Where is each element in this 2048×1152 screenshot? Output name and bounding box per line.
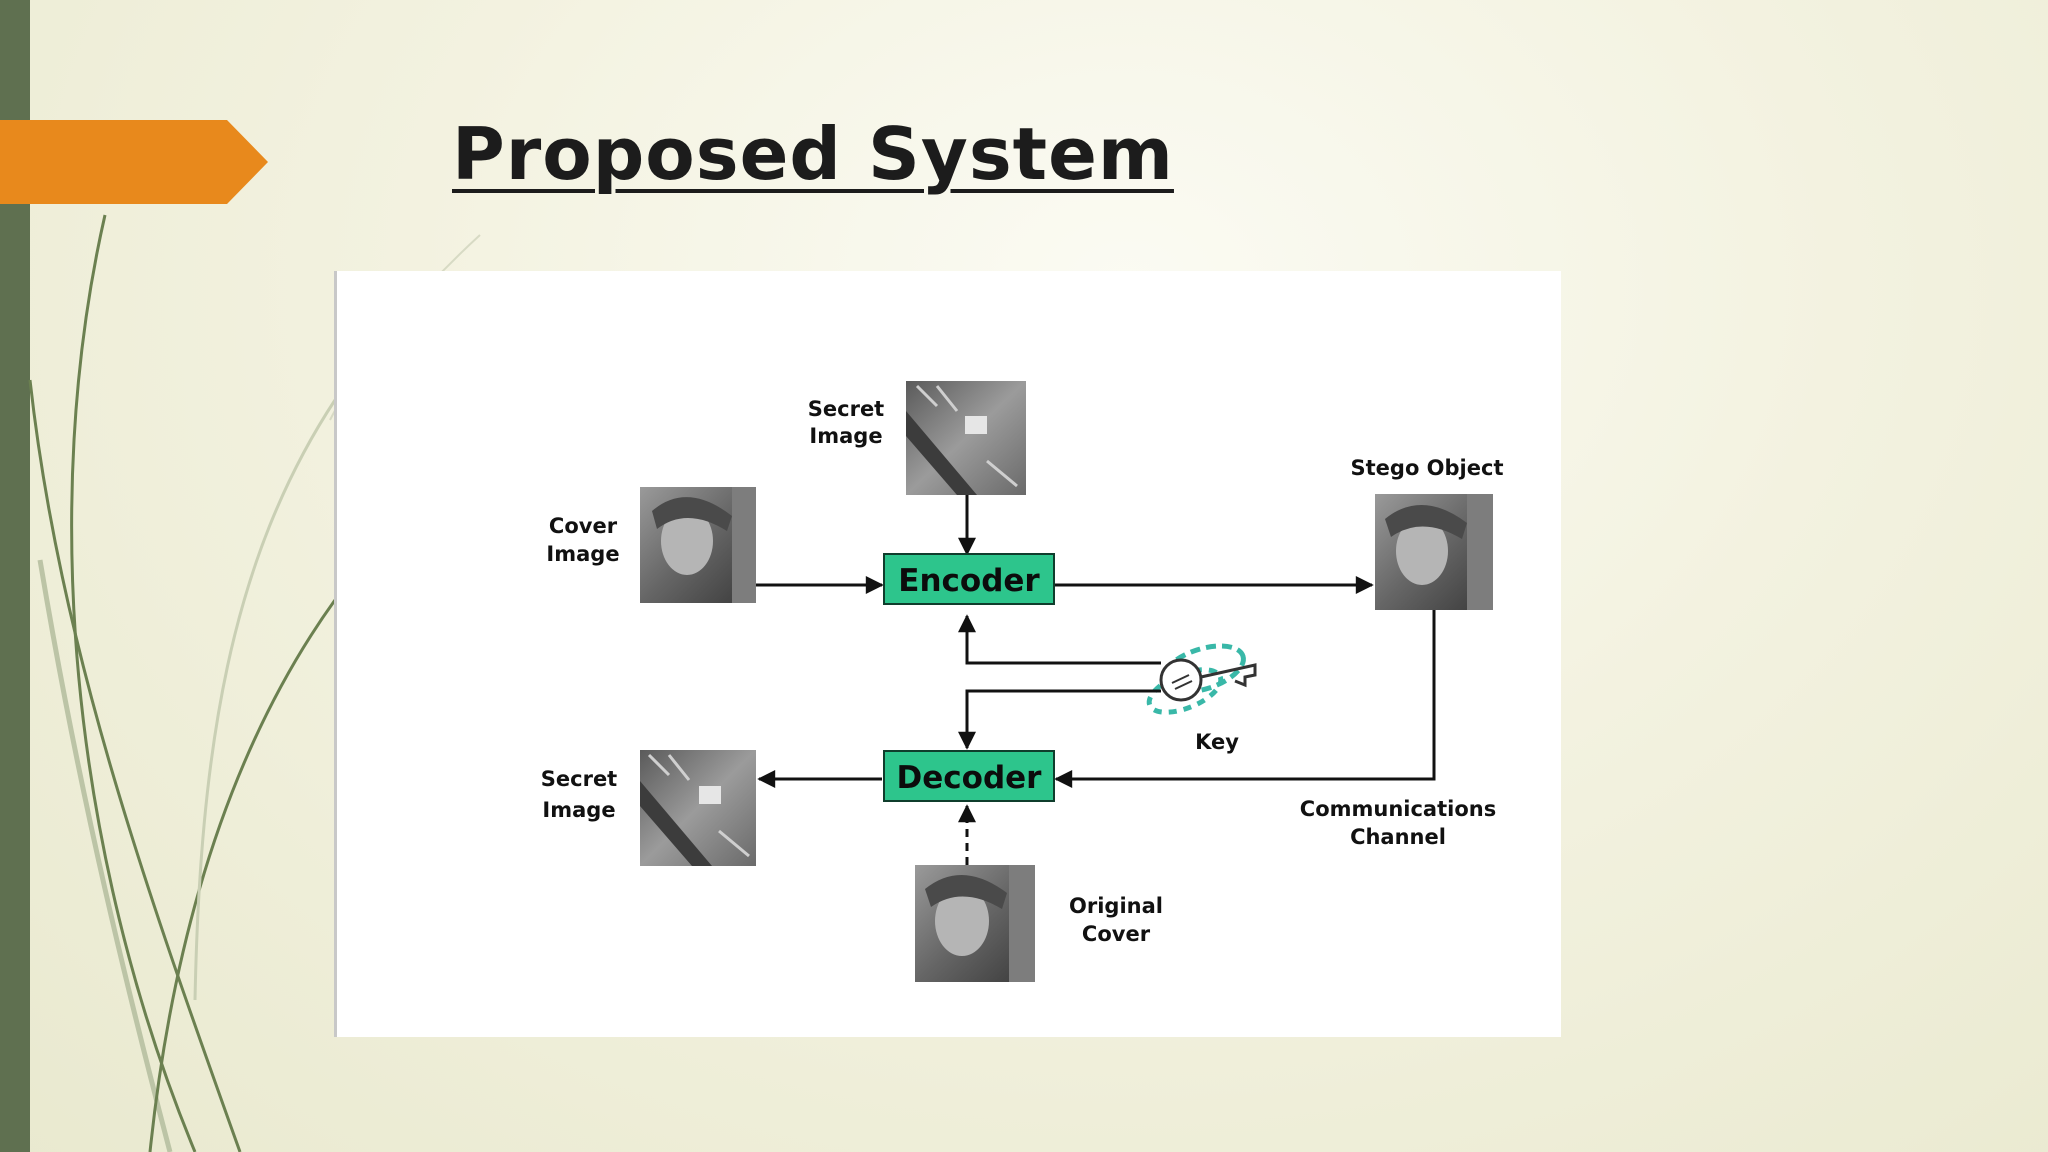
- cover-image-thumbnail: [640, 487, 756, 603]
- slide-title: Proposed System: [452, 112, 1174, 196]
- encoder-box: [883, 553, 1055, 605]
- original-cover-thumbnail: [915, 865, 1035, 982]
- stego-object-label: Stego Object: [1351, 456, 1504, 480]
- cover-image-label-line1: Cover: [549, 514, 618, 538]
- arrow-key-to-encoder: [958, 614, 1161, 665]
- secret-image-top-label-line2: Image: [809, 424, 882, 448]
- original-cover-label-line2: Cover: [1082, 922, 1151, 946]
- decoder-label: Decoder: [897, 760, 1043, 796]
- title-accent-arrow: [0, 120, 268, 204]
- secret-image-top-thumbnail: [906, 381, 1026, 495]
- decoder-box: [883, 750, 1055, 802]
- key-label: Key: [1195, 730, 1239, 754]
- secret-image-bottom-thumbnail: [640, 750, 756, 866]
- steganography-diagram: Encoder Decoder Secret Image Cover Image…: [334, 271, 1561, 1037]
- communications-channel-label-line2: Channel: [1350, 825, 1446, 849]
- secret-image-bottom-label-line1: Secret: [541, 767, 617, 791]
- stego-object-thumbnail: [1375, 494, 1493, 610]
- key-icon: [1146, 643, 1257, 715]
- secret-image-bottom-label-line2: Image: [542, 798, 615, 822]
- communications-channel-label-line1: Communications: [1300, 797, 1496, 821]
- decorative-grass-lines: [28, 214, 481, 1152]
- cover-image-label-line2: Image: [546, 542, 619, 566]
- arrow-channel-to-decoder: [1054, 610, 1436, 788]
- encoder-label: Encoder: [898, 563, 1040, 599]
- secret-image-top-label-line1: Secret: [808, 397, 884, 421]
- arrow-key-to-decoder: [958, 689, 1161, 750]
- original-cover-label-line1: Original: [1069, 894, 1163, 918]
